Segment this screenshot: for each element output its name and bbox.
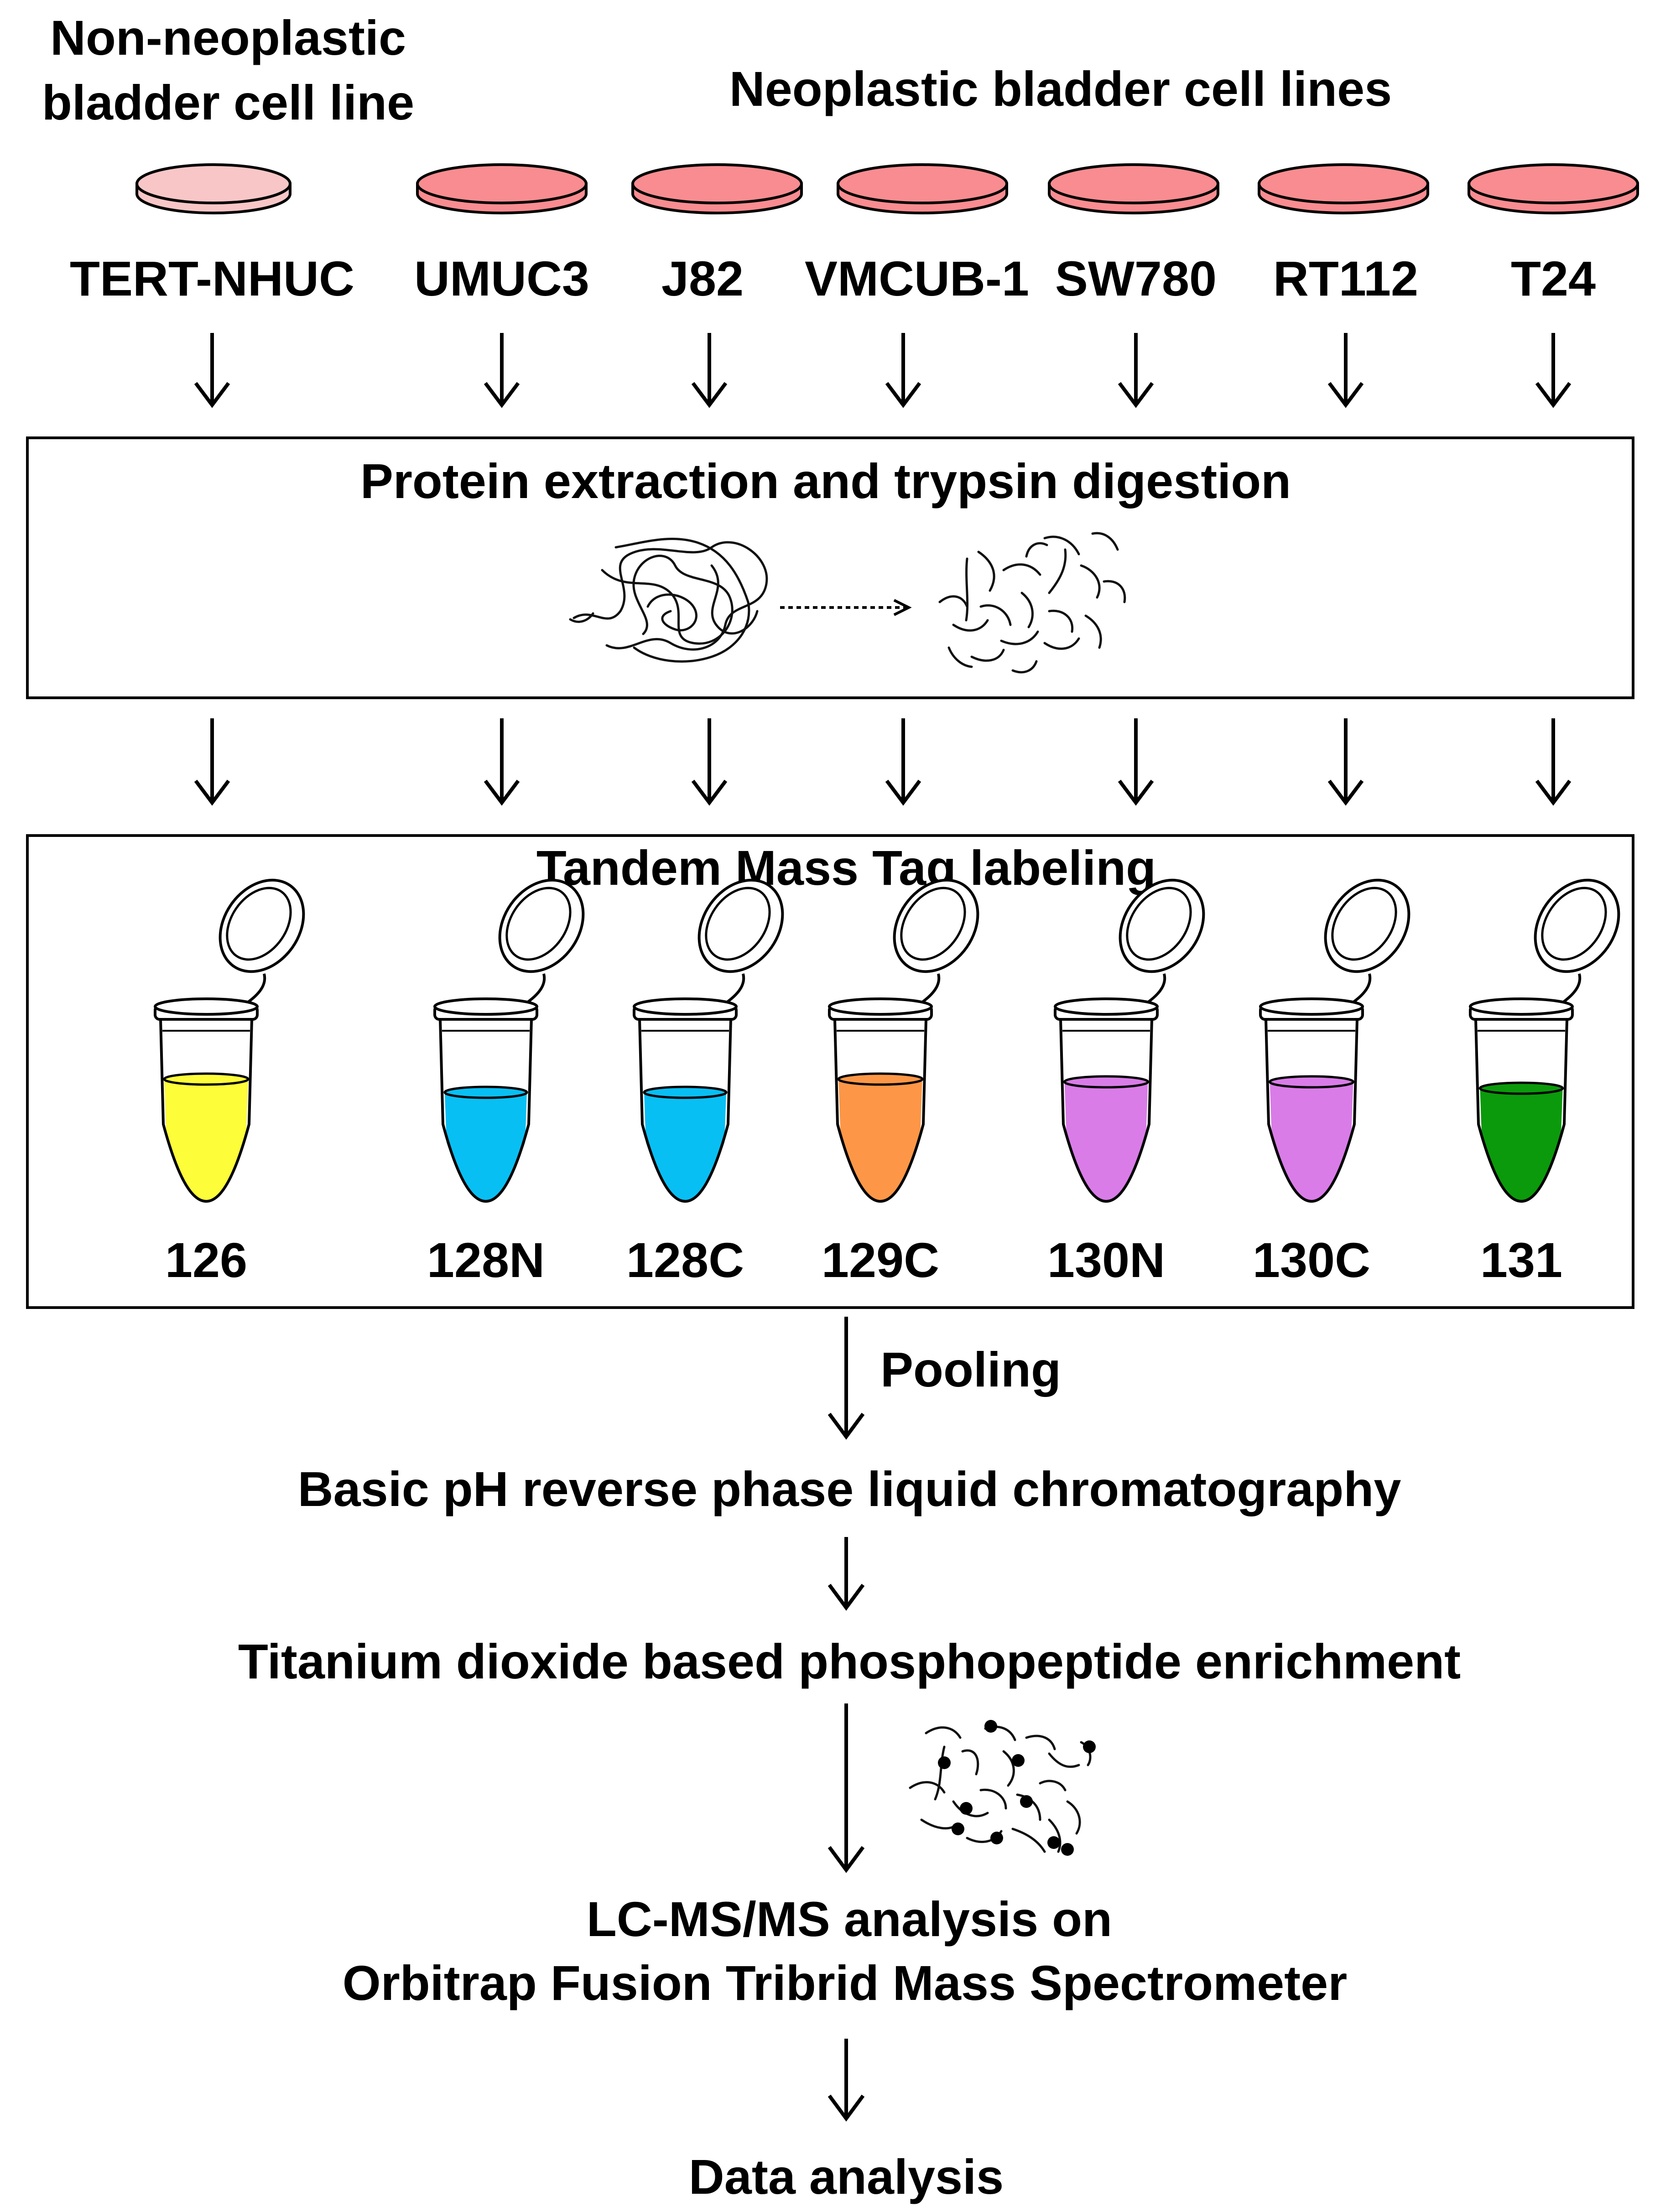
- culture-dish: [416, 163, 588, 214]
- cell-line-label: RT112: [1273, 251, 1418, 306]
- down-arrow: [885, 718, 921, 806]
- cell-line-label: TERT-NHUC: [70, 251, 354, 306]
- tmt-box: [26, 834, 1634, 1309]
- cell-line-label: T24: [1511, 251, 1596, 306]
- microtube: [1259, 878, 1410, 1203]
- non-neoplastic-heading-line2: bladder cell line: [42, 75, 414, 130]
- tmt-title: Tandem Mass Tag labeling: [536, 840, 1156, 895]
- tmt-tag-label: 126: [165, 1232, 247, 1288]
- microtube: [433, 878, 585, 1203]
- phosphate-dot: [1020, 1795, 1033, 1808]
- culture-dish: [1468, 163, 1639, 214]
- tube-liquid: [644, 1092, 727, 1201]
- tio2-step: Titanium dioxide based phosphopeptide en…: [238, 1634, 1461, 1689]
- microtube: [1054, 878, 1205, 1203]
- culture-dishes: [135, 163, 1639, 214]
- down-arrow: [484, 718, 520, 806]
- phosphate-dot: [984, 1720, 997, 1733]
- down-arrow: [885, 333, 921, 408]
- cell-line-label: SW780: [1055, 251, 1217, 306]
- down-arrow: [691, 718, 728, 806]
- lcms-step-line1: LC-MS/MS analysis on: [587, 1891, 1112, 1947]
- microtube: [1469, 878, 1620, 1203]
- cell-line-label: UMUC3: [414, 251, 589, 306]
- down-arrow: [484, 333, 520, 408]
- down-arrow: [194, 333, 230, 408]
- down-arrow: [1118, 333, 1154, 408]
- neoplastic-heading: Neoplastic bladder cell lines: [729, 61, 1392, 116]
- data-arrow-head: [828, 2094, 865, 2122]
- pooling-label: Pooling: [880, 1342, 1061, 1397]
- tube-liquid: [444, 1092, 527, 1201]
- tmt-tag-label: 128C: [626, 1232, 744, 1288]
- phosphate-dot: [1083, 1740, 1096, 1753]
- arrows: [194, 333, 1572, 806]
- tmt-tag-labels: 126 128N 128C 129C 130N 130C 131: [165, 1232, 1562, 1288]
- down-arrow: [194, 718, 230, 806]
- microtube: [154, 878, 305, 1203]
- tube-liquid: [1064, 1082, 1148, 1201]
- phosphopeptides-icon: [909, 1720, 1096, 1856]
- phosphate-dot: [1047, 1836, 1060, 1849]
- bprplc-step: Basic pH reverse phase liquid chromatogr…: [298, 1461, 1401, 1516]
- tube-liquid: [164, 1079, 248, 1201]
- phosphate-dot: [990, 1832, 1003, 1844]
- tmt-tubes: [154, 878, 1620, 1203]
- culture-dish: [1258, 163, 1429, 214]
- protein-tangle-icon: [569, 537, 768, 663]
- down-arrow: [1118, 718, 1154, 806]
- cell-line-label: J82: [661, 251, 744, 306]
- tube-liquid: [838, 1079, 922, 1201]
- digestion-title: Protein extraction and trypsin digestion: [360, 453, 1291, 509]
- tube-liquid: [1480, 1088, 1563, 1201]
- culture-dish: [1048, 163, 1219, 214]
- lcms-step-line2: Orbitrap Fusion Tribrid Mass Spectromete…: [343, 1955, 1347, 2010]
- dotted-arrow-head: [893, 599, 912, 616]
- tmt-tag-label: 129C: [822, 1232, 939, 1288]
- tio2-arrow-head: [828, 1584, 865, 1611]
- peptide-fragments-icon: [938, 532, 1126, 674]
- phosphate-dot: [1012, 1754, 1025, 1767]
- tmt-tag-label: 131: [1480, 1232, 1562, 1288]
- down-arrow: [1535, 333, 1572, 408]
- data-analysis-step: Data analysis: [689, 2149, 1004, 2204]
- culture-dish: [837, 163, 1008, 214]
- down-arrow: [1535, 718, 1572, 806]
- microtube: [828, 878, 979, 1203]
- microtube: [633, 878, 784, 1203]
- digestion-box: [26, 436, 1634, 699]
- cell-line-names: TERT-NHUC UMUC3 J82 VMCUB-1 SW780 RT112 …: [70, 251, 1596, 306]
- culture-dish: [135, 163, 291, 214]
- phosphate-dot: [960, 1802, 973, 1815]
- down-arrow: [1327, 333, 1364, 408]
- tmt-tag-label: 130C: [1253, 1232, 1370, 1288]
- phosphate-dot: [938, 1756, 951, 1769]
- cell-line-label: VMCUB-1: [805, 251, 1029, 306]
- tube-liquid: [1270, 1082, 1353, 1201]
- lcms-arrow-head: [828, 1846, 865, 1873]
- phosphate-dot: [952, 1823, 964, 1835]
- down-arrow: [1327, 718, 1364, 806]
- down-arrow: [691, 333, 728, 408]
- tmt-tag-label: 128N: [427, 1232, 545, 1288]
- phosphate-dot: [1061, 1843, 1074, 1856]
- pooling-arrow-head: [828, 1412, 865, 1440]
- non-neoplastic-heading-line1: Non-neoplastic: [50, 10, 406, 65]
- culture-dish: [631, 163, 803, 214]
- tmt-tag-label: 130N: [1047, 1232, 1165, 1288]
